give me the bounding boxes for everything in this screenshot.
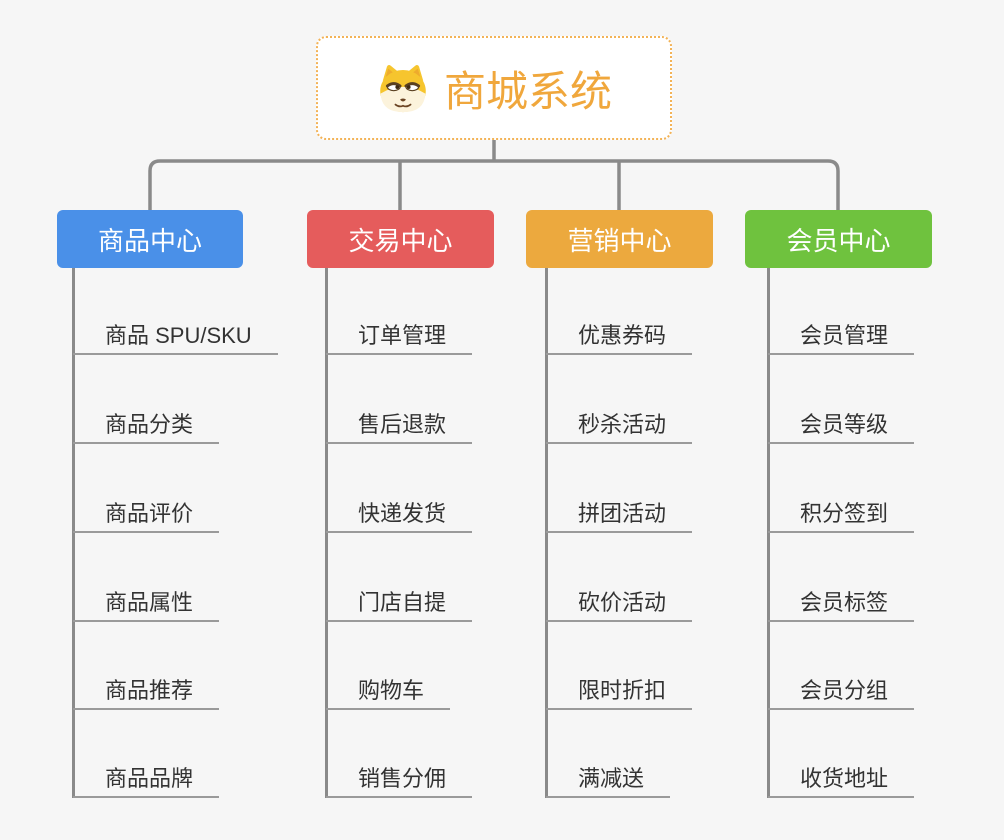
child-node[interactable]: 销售分佣 — [326, 756, 473, 798]
child-node[interactable]: 会员分组 — [768, 668, 915, 710]
child-label: 商品评价 — [105, 501, 194, 526]
branch-spine-line — [544, 268, 548, 798]
branch-label: 营销中心 — [567, 225, 672, 256]
child-label: 会员标签 — [800, 590, 889, 615]
child-node[interactable]: 满减送 — [546, 756, 671, 798]
child-label: 会员管理 — [800, 323, 889, 348]
child-label: 售后退款 — [358, 412, 447, 437]
child-label: 商品 SPU/SKU — [105, 323, 252, 348]
child-label: 购物车 — [358, 678, 425, 703]
child-node[interactable]: 门店自提 — [326, 580, 473, 622]
child-label: 订单管理 — [358, 323, 447, 348]
child-node[interactable]: 订单管理 — [326, 313, 473, 355]
child-node[interactable]: 商品 SPU/SKU — [73, 313, 278, 355]
child-label: 门店自提 — [358, 590, 447, 615]
child-node[interactable]: 商品品牌 — [73, 756, 220, 798]
child-label: 满减送 — [578, 766, 645, 791]
child-label: 商品属性 — [105, 590, 194, 615]
child-node[interactable]: 会员管理 — [768, 313, 915, 355]
child-node[interactable]: 拼团活动 — [546, 491, 693, 533]
branch-node[interactable]: 营销中心 — [526, 210, 713, 268]
child-label: 商品品牌 — [105, 766, 194, 791]
child-label: 销售分佣 — [358, 766, 447, 791]
child-node[interactable]: 秒杀活动 — [546, 402, 693, 444]
branch-label: 交易中心 — [348, 225, 453, 256]
child-label: 会员等级 — [800, 412, 889, 437]
child-node[interactable]: 收货地址 — [768, 756, 915, 798]
root-node[interactable]: 商城系统 — [316, 36, 672, 140]
child-node[interactable]: 购物车 — [326, 668, 451, 710]
child-label: 优惠券码 — [578, 323, 667, 348]
branch-spine-line — [766, 268, 770, 798]
branch-node[interactable]: 商品中心 — [57, 210, 243, 268]
child-label: 限时折扣 — [578, 678, 667, 703]
branch-node[interactable]: 交易中心 — [307, 210, 494, 268]
child-label: 商品分类 — [105, 412, 194, 437]
child-node[interactable]: 商品推荐 — [73, 668, 220, 710]
child-label: 商品推荐 — [105, 678, 194, 703]
child-label: 收货地址 — [800, 766, 889, 791]
branch-spine-line — [71, 268, 75, 798]
child-node[interactable]: 会员标签 — [768, 580, 915, 622]
child-node[interactable]: 快递发货 — [326, 491, 473, 533]
branch-spine-line — [324, 268, 328, 798]
child-label: 秒杀活动 — [578, 412, 667, 437]
child-label: 积分签到 — [800, 501, 889, 526]
child-label: 拼团活动 — [578, 501, 667, 526]
child-node[interactable]: 限时折扣 — [546, 668, 693, 710]
root-title: 商城系统 — [443, 67, 612, 115]
child-label: 砍价活动 — [578, 590, 667, 615]
branch-label: 会员中心 — [786, 225, 891, 256]
child-node[interactable]: 售后退款 — [326, 402, 473, 444]
child-node[interactable]: 优惠券码 — [546, 313, 693, 355]
child-node[interactable]: 商品评价 — [73, 491, 220, 533]
child-node[interactable]: 积分签到 — [768, 491, 915, 533]
child-node[interactable]: 砍价活动 — [546, 580, 693, 622]
child-label: 快递发货 — [358, 501, 447, 526]
child-label: 会员分组 — [800, 678, 889, 703]
child-node[interactable]: 会员等级 — [768, 402, 915, 444]
dog-face-icon — [376, 64, 430, 113]
branch-node[interactable]: 会员中心 — [745, 210, 932, 268]
child-node[interactable]: 商品属性 — [73, 580, 220, 622]
branch-label: 商品中心 — [97, 225, 202, 256]
child-node[interactable]: 商品分类 — [73, 402, 220, 444]
